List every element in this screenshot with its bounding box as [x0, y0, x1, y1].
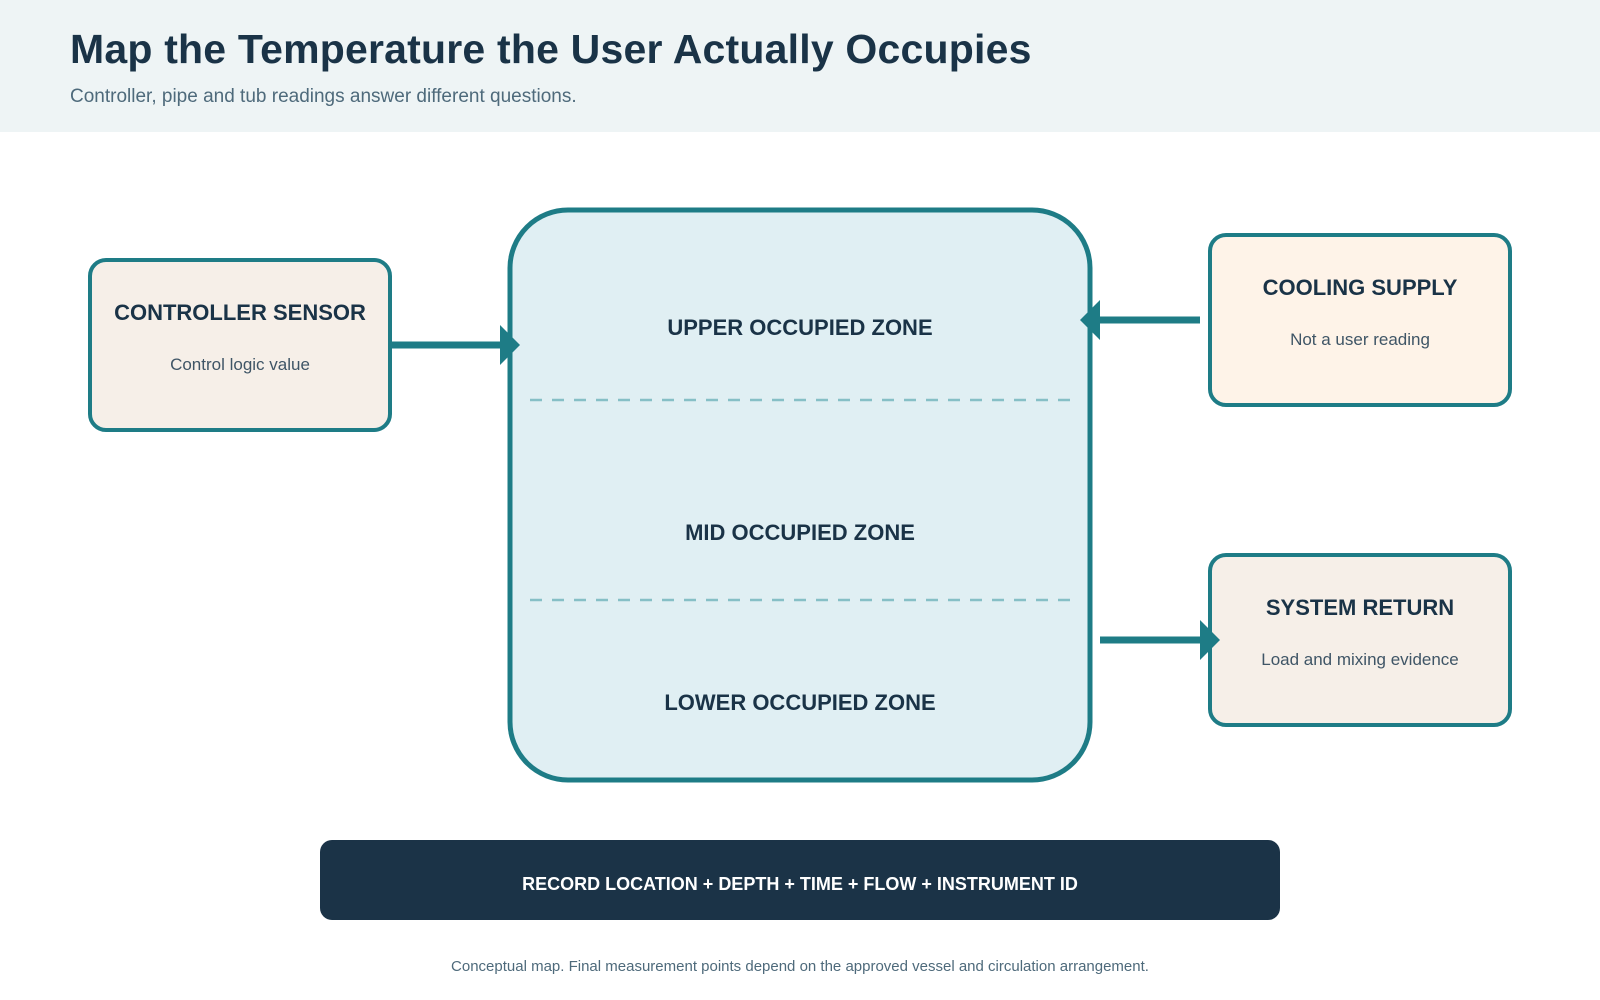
controller-arrow-head: [500, 325, 520, 365]
controller-sensor-node: CONTROLLER SENSOR Control logic value: [88, 258, 392, 432]
cooling-supply-title: COOLING SUPPLY: [1263, 275, 1458, 300]
record-banner: RECORD LOCATION + DEPTH + TIME + FLOW + …: [320, 840, 1280, 920]
page-subtitle: Controller, pipe and tub readings answer…: [70, 86, 577, 107]
zone-label-mid: MID OCCUPIED ZONE: [685, 520, 915, 545]
vessel-outline: [507, 207, 1093, 783]
zone-label-lower: LOWER OCCUPIED ZONE: [664, 690, 935, 715]
vessel-to-return-arrow: [1100, 620, 1220, 660]
controller-sensor-title: CONTROLLER SENSOR: [114, 300, 366, 325]
zone-label-upper: UPPER OCCUPIED ZONE: [667, 315, 932, 340]
system-return-node: SYSTEM RETURN Load and mixing evidence: [1208, 553, 1512, 727]
controller-to-vessel-arrow: [392, 325, 520, 365]
footnote: Conceptual map. Final measurement points…: [451, 958, 1149, 975]
cooling-supply-node: COOLING SUPPLY Not a user reading: [1208, 233, 1512, 407]
occupied-vessel: UPPER OCCUPIED ZONE MID OCCUPIED ZONE LO…: [507, 207, 1093, 783]
cooling-arrow-head: [1080, 300, 1100, 340]
system-return-box: [1208, 553, 1512, 727]
cooling-to-vessel-arrow: [1080, 300, 1200, 340]
return-arrow-head: [1200, 620, 1220, 660]
controller-sensor-box: [88, 258, 392, 432]
header-band: Map the Temperature the User Actually Oc…: [0, 0, 1600, 132]
system-return-title: SYSTEM RETURN: [1266, 595, 1454, 620]
system-return-subtitle: Load and mixing evidence: [1261, 650, 1459, 669]
cooling-supply-subtitle: Not a user reading: [1290, 330, 1430, 349]
controller-sensor-subtitle: Control logic value: [170, 355, 310, 374]
record-banner-box: [320, 840, 1280, 920]
record-banner-text: RECORD LOCATION + DEPTH + TIME + FLOW + …: [522, 874, 1078, 894]
cooling-supply-box: [1208, 233, 1512, 407]
page-title: Map the Temperature the User Actually Oc…: [70, 26, 1032, 72]
